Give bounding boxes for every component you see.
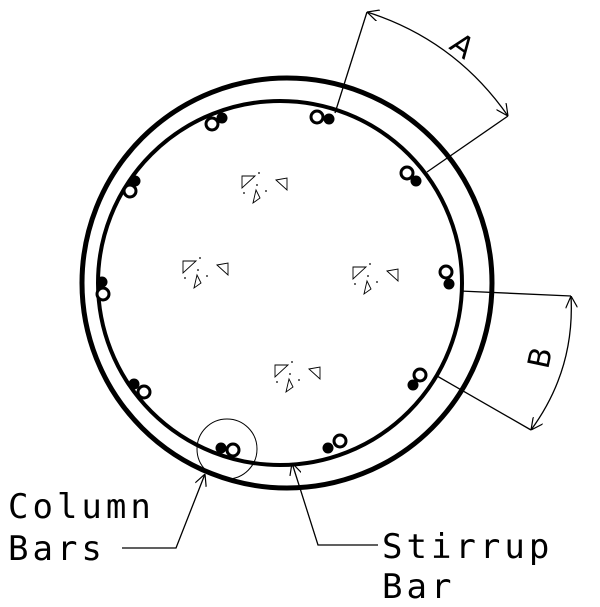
stirrup-bar-circle	[96, 99, 464, 467]
open-bar	[95, 286, 111, 302]
column-bars	[95, 109, 455, 458]
dimension-b-label: B	[522, 344, 561, 371]
open-bar	[332, 433, 348, 449]
stirrup-bar-label-line1: Stirrup	[382, 527, 553, 567]
filled-bar	[129, 175, 141, 187]
open-bar	[438, 264, 454, 280]
aggregate-cluster	[352, 263, 399, 296]
highlight-circle	[196, 418, 258, 480]
stirrup-bar-label-line2: Bar	[382, 567, 455, 607]
column-bars-label-line1: Column	[8, 487, 155, 527]
filled-bar	[128, 378, 140, 390]
filled-bar	[322, 442, 334, 454]
open-bar	[309, 109, 325, 125]
filled-bar	[323, 113, 335, 125]
filled-bar	[96, 276, 108, 288]
dimension-a	[334, 12, 508, 173]
open-bar	[399, 165, 415, 181]
open-bar	[412, 367, 428, 383]
filled-bar	[443, 278, 455, 290]
column-outer-edge	[79, 75, 495, 491]
open-bar	[225, 442, 241, 458]
column-bars-label-line2: Bars	[8, 529, 106, 569]
dimension-b	[436, 290, 571, 430]
open-bar	[204, 116, 220, 132]
aggregate-markers	[182, 172, 399, 394]
column-bars-leader	[122, 474, 205, 549]
open-bar	[136, 384, 152, 400]
filled-bar	[407, 379, 419, 391]
aggregate-cluster	[241, 172, 288, 205]
dimension-a-label: A	[443, 26, 481, 67]
filled-bar	[215, 442, 227, 454]
aggregate-cluster	[182, 257, 229, 290]
stirrup-bar-leader	[292, 463, 378, 546]
filled-bar	[216, 112, 228, 124]
filled-bar	[410, 175, 422, 187]
aggregate-cluster	[274, 361, 321, 394]
open-bar	[122, 183, 138, 199]
